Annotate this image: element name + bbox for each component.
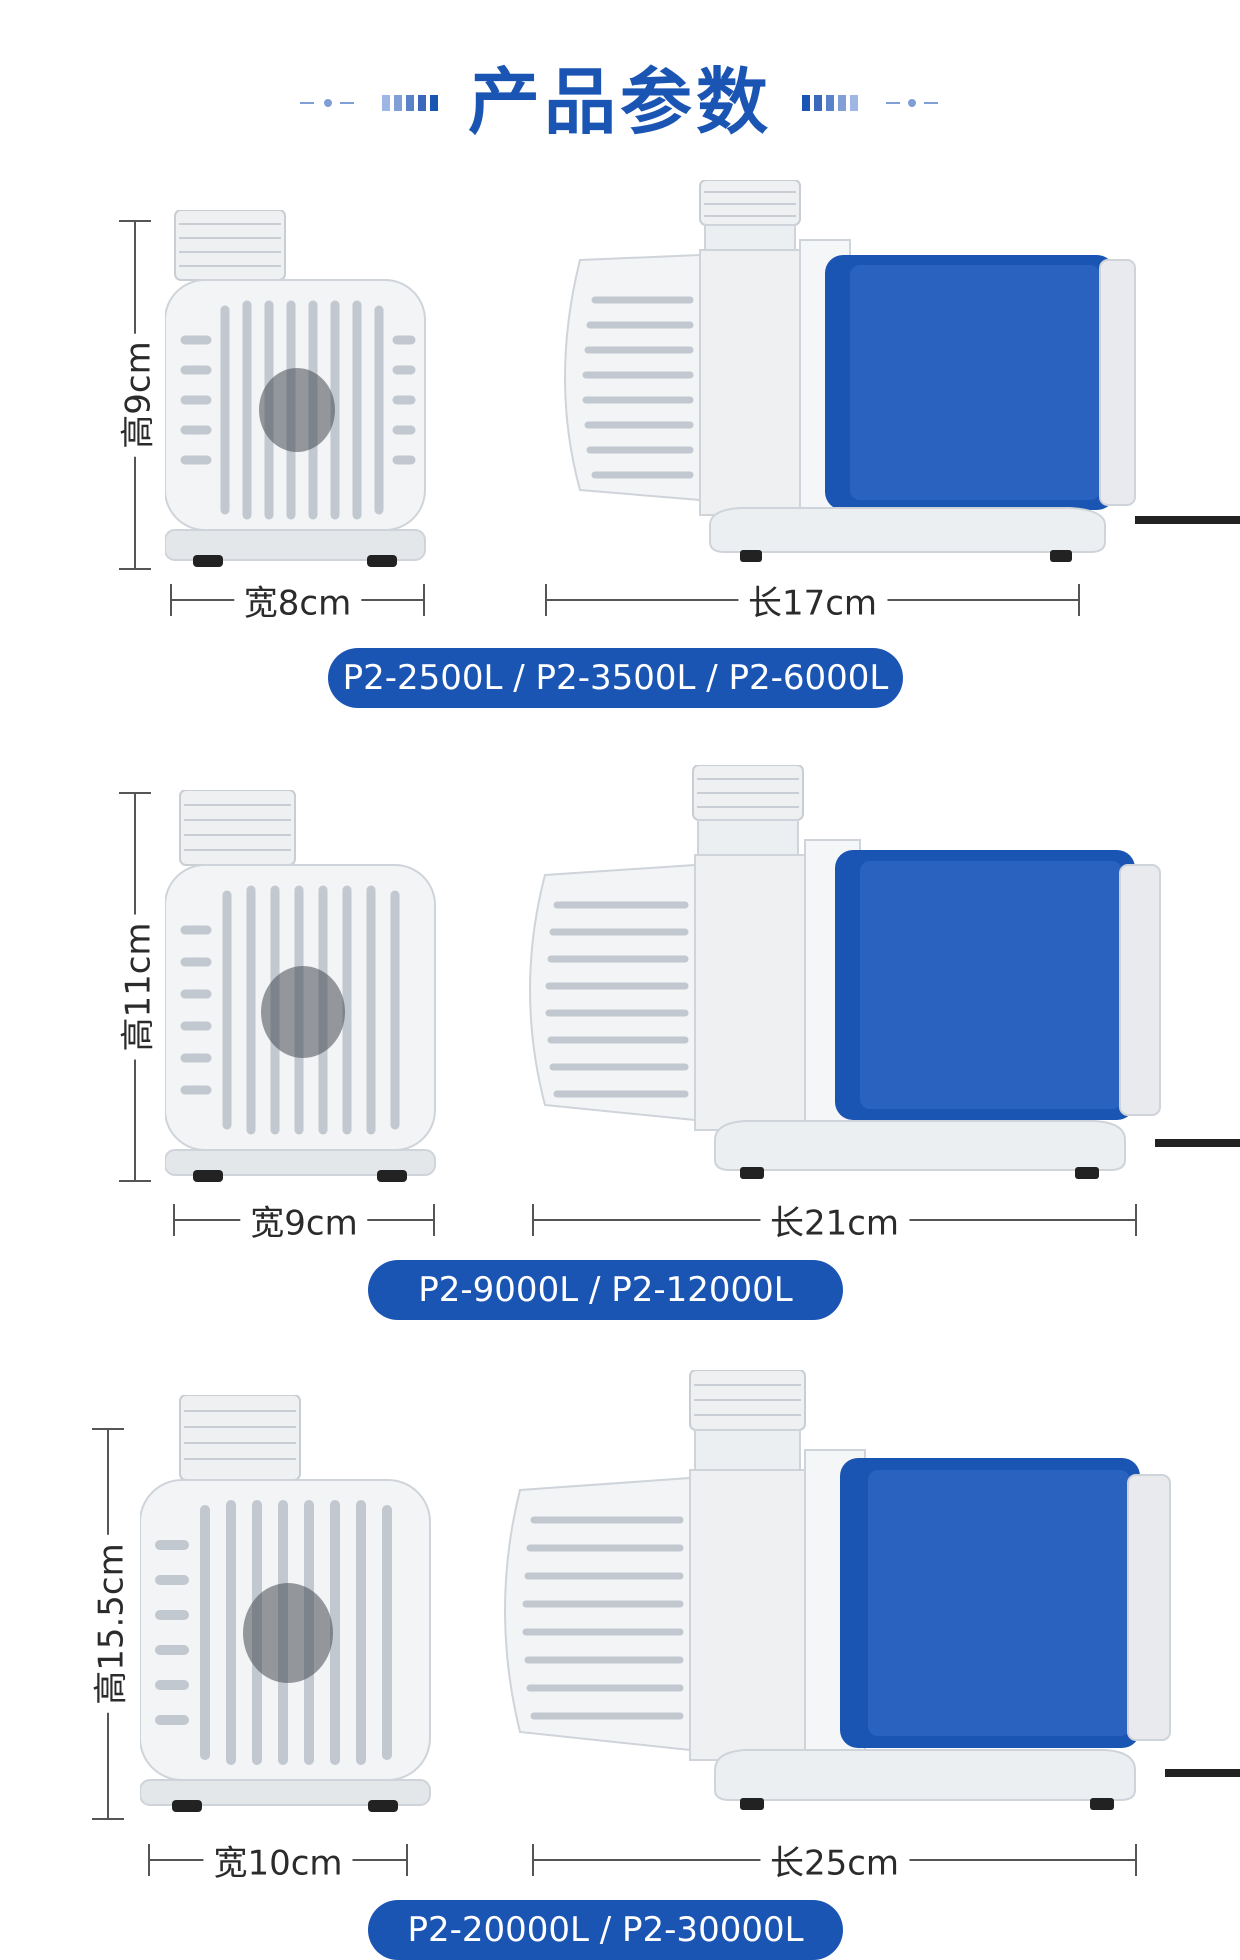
- height-cap-top: [119, 792, 151, 794]
- width-label: 宽10cm: [203, 1835, 353, 1885]
- length-cap-left: [532, 1204, 534, 1236]
- height-dimension: 高15.5cm: [79, 1428, 137, 1820]
- width-dimension: 宽10cm: [148, 1835, 408, 1885]
- length-cap-right: [1078, 584, 1080, 616]
- width-label: 宽9cm: [240, 1195, 368, 1245]
- spec-row-large: 高15.5cm 宽10cm 长25cm P2-20000L / P2-30000…: [0, 1370, 1240, 1960]
- width-cap-right: [423, 584, 425, 616]
- pump-side-view-image: [504, 1370, 1240, 1810]
- height-cap-bottom: [119, 568, 151, 570]
- model-badge: P2-20000L / P2-30000L: [368, 1900, 843, 1960]
- length-label: 长25cm: [759, 1835, 910, 1885]
- model-badge: P2-9000L / P2-12000L: [368, 1260, 843, 1320]
- width-dimension: 宽8cm: [170, 575, 425, 625]
- height-cap-bottom: [119, 1180, 151, 1182]
- model-badge: P2-2500L / P2-3500L / P2-6000L: [328, 648, 903, 708]
- width-cap-left: [170, 584, 172, 616]
- height-dimension: 高9cm: [106, 220, 164, 570]
- length-cap-left: [532, 1844, 534, 1876]
- width-dimension: 宽9cm: [173, 1195, 435, 1245]
- width-cap-left: [173, 1204, 175, 1236]
- width-cap-right: [433, 1204, 435, 1236]
- spec-row-small: 高9cm 宽8cm 长17cm P2-2500L / P2-3500L / P2…: [0, 170, 1240, 725]
- height-cap-bottom: [92, 1818, 124, 1820]
- length-cap-left: [545, 584, 547, 616]
- pump-front-view-image: [165, 210, 426, 567]
- pump-side-view-image: [529, 765, 1240, 1179]
- height-label: 高9cm: [106, 333, 164, 457]
- title-decoration-left: [300, 95, 438, 111]
- length-label: 长17cm: [737, 575, 888, 625]
- pump-side-view-image: [564, 180, 1240, 562]
- width-cap-left: [148, 1844, 150, 1876]
- section-header: 产品参数: [0, 55, 1240, 150]
- length-cap-right: [1135, 1204, 1137, 1236]
- length-dimension: 长25cm: [532, 1835, 1137, 1885]
- title-decoration-right: [802, 95, 938, 111]
- length-label: 长21cm: [759, 1195, 910, 1245]
- length-cap-right: [1135, 1844, 1137, 1876]
- page-title: 产品参数: [467, 60, 772, 144]
- width-label: 宽8cm: [233, 575, 362, 625]
- length-dimension: 长21cm: [532, 1195, 1137, 1245]
- width-cap-right: [406, 1844, 408, 1876]
- pump-front-view-image: [140, 1395, 431, 1812]
- pump-front-view-image: [165, 790, 436, 1182]
- length-dimension: 长17cm: [545, 575, 1080, 625]
- height-dimension: 高11cm: [106, 792, 164, 1182]
- height-cap-top: [119, 220, 151, 222]
- height-label: 高11cm: [106, 914, 164, 1060]
- spec-row-medium: 高11cm 宽9cm 长21cm P2-9000L / P2-12000L: [0, 760, 1240, 1330]
- height-cap-top: [92, 1428, 124, 1430]
- height-label: 高15.5cm: [79, 1535, 137, 1713]
